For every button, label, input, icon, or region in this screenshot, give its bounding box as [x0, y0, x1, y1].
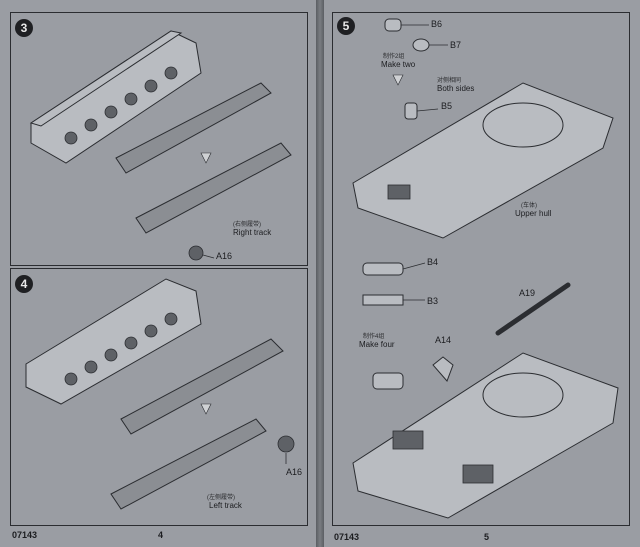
step4-badge: 4: [15, 275, 33, 293]
step4-arrow: [200, 403, 212, 415]
part-b5: [404, 102, 418, 120]
label-a14: A14: [435, 335, 452, 345]
part-a14: [432, 356, 454, 382]
step5-drawing: [352, 18, 619, 519]
step3-sprocket-a16: [188, 245, 204, 261]
step3-road-wheels: [64, 66, 178, 145]
step5-frame: 5: [332, 12, 630, 526]
part-b4: [362, 262, 404, 276]
step3-badge: 3: [15, 19, 33, 37]
step4-left-track-cn: (左侧履带): [207, 495, 235, 501]
step4-frame: 4 (左侧履带) Left track A16: [10, 268, 308, 526]
right-kit-number: 07143: [334, 532, 360, 542]
right-page-number: 5: [484, 532, 490, 542]
label-b5: B5: [441, 101, 453, 111]
step5-badge: 5: [337, 17, 355, 35]
label-b6: B6: [431, 19, 443, 29]
label-both-sides-cn: 对侧相同: [437, 78, 462, 84]
label-make-two: Make two: [381, 60, 416, 69]
label-make-four: Make four: [359, 340, 395, 349]
step4-hull: [25, 278, 202, 405]
label-b7: B7: [450, 40, 462, 50]
label-upper-hull: Upper hull: [515, 209, 552, 218]
left-page-number: 4: [158, 530, 164, 540]
step3-a16-label: A16: [216, 251, 233, 261]
label-b4: B4: [427, 257, 439, 267]
right-page: 5: [324, 0, 640, 547]
exhaust-assembly: [387, 184, 411, 200]
step3-frame: 3 (右侧履带) Right track A16: [10, 12, 308, 266]
step3-arrow: [200, 152, 212, 164]
part-a19: [495, 282, 571, 336]
part-b6: [384, 18, 402, 32]
left-kit-number: 07143: [12, 530, 38, 540]
page-gutter: [316, 0, 324, 547]
upper-hull-1: [352, 82, 614, 239]
step4-left-track: [110, 418, 267, 510]
step4-road-wheels: [64, 312, 178, 386]
step4-left-track-label: Left track: [209, 501, 242, 510]
exhaust-part-2: [372, 372, 404, 390]
label-both-sides: Both sides: [437, 84, 475, 93]
step3-drawing: [29, 30, 292, 261]
label-make-four-cn: 制作4组: [363, 334, 385, 340]
step4-sprocket-a16: [277, 435, 295, 453]
part-b3: [362, 294, 404, 306]
step3-right-track-cn: (右侧履带): [233, 222, 261, 228]
step4-drawing: [25, 278, 295, 510]
step4-track-upper: [120, 338, 284, 435]
step3-right-track-label: Right track: [233, 228, 272, 237]
label-b3: B3: [427, 296, 439, 306]
label-upper-hull-cn: (车体): [521, 203, 537, 209]
step4-a16-label: A16: [286, 467, 303, 477]
label-a19: A19: [519, 288, 536, 298]
label-make-two-cn: 制作2组: [383, 54, 405, 60]
step3-right-track: [135, 142, 292, 234]
part-b7: [412, 38, 430, 52]
left-page: 3 (右侧履带) Right track A16 4: [0, 0, 316, 547]
step3-track-upper: [115, 82, 272, 174]
